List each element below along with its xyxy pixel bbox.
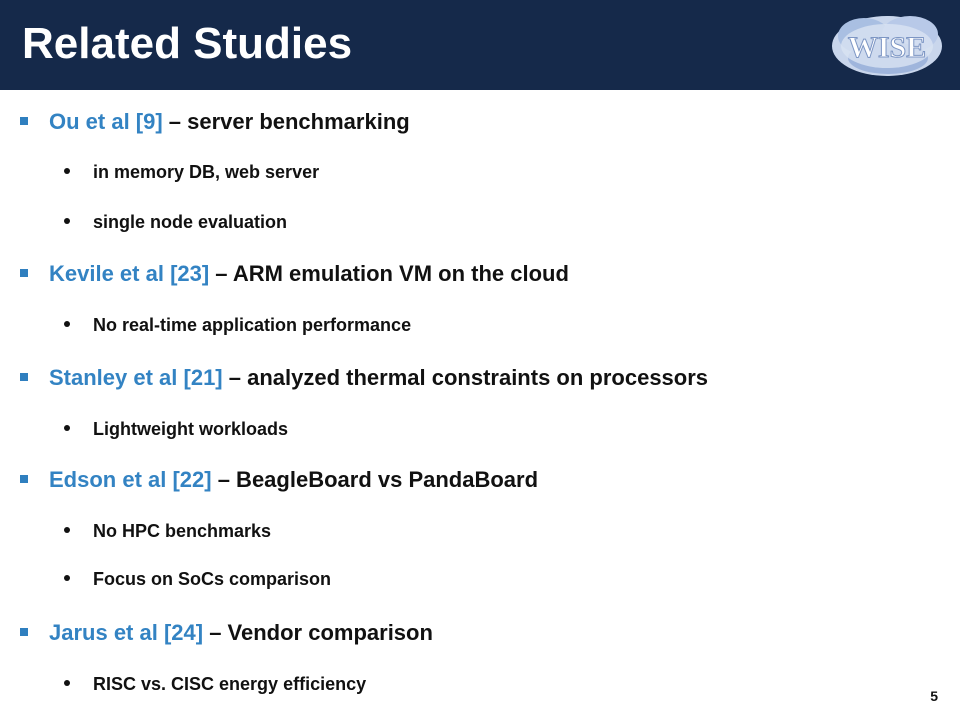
study-item: Stanley et al [21] – analyzed thermal co… [20,363,708,393]
square-bullet-icon [20,475,28,483]
bullet-dot-icon [64,425,70,431]
wise-logo: WISE [832,16,942,76]
study-point: No real-time application performance [64,313,411,337]
study-citation: Jarus et al [24] [49,620,204,645]
page-number: 5 [930,688,938,704]
slide-header: Related Studies WISE [0,0,960,90]
svg-text:WISE: WISE [848,31,926,64]
study-point-text: No real-time application performance [93,315,412,335]
study-description: – ARM emulation VM on the cloud [209,261,569,286]
study-citation: Ou et al [9] [49,109,163,134]
study-item: Kevile et al [23] – ARM emulation VM on … [20,259,569,289]
study-description: – Vendor comparison [203,620,433,645]
square-bullet-icon [20,373,28,381]
bullet-dot-icon [64,321,70,327]
study-point: RISC vs. CISC energy efficiency [64,672,366,696]
study-citation: Stanley et al [21] [49,365,223,390]
study-point-text: in memory DB, web server [93,162,320,182]
study-point: Lightweight workloads [64,417,288,441]
study-point-text: RISC vs. CISC energy efficiency [93,674,367,694]
study-point-text: single node evaluation [93,212,288,232]
study-point: No HPC benchmarks [64,519,271,543]
study-point: Focus on SoCs comparison [64,567,331,591]
study-item: Edson et al [22] – BeagleBoard vs PandaB… [20,465,538,495]
study-description: – BeagleBoard vs PandaBoard [211,467,539,492]
bullet-dot-icon [64,168,70,174]
study-citation: Edson et al [22] [49,467,212,492]
square-bullet-icon [20,117,28,125]
square-bullet-icon [20,628,28,636]
bullet-dot-icon [64,575,70,581]
bullet-dot-icon [64,218,70,224]
square-bullet-icon [20,269,28,277]
study-point: in memory DB, web server [64,160,319,184]
study-description: – server benchmarking [162,109,410,134]
study-description: – analyzed thermal constraints on proces… [222,365,709,390]
study-point-text: Focus on SoCs comparison [93,569,332,589]
study-item: Jarus et al [24] – Vendor comparison [20,618,433,648]
study-point: single node evaluation [64,210,287,234]
study-item: Ou et al [9] – server benchmarking [20,107,410,137]
study-point-text: No HPC benchmarks [93,521,272,541]
study-point-text: Lightweight workloads [93,419,289,439]
study-citation: Kevile et al [23] [49,261,210,286]
bullet-dot-icon [64,527,70,533]
slide-title: Related Studies [22,19,353,68]
bullet-dot-icon [64,680,70,686]
